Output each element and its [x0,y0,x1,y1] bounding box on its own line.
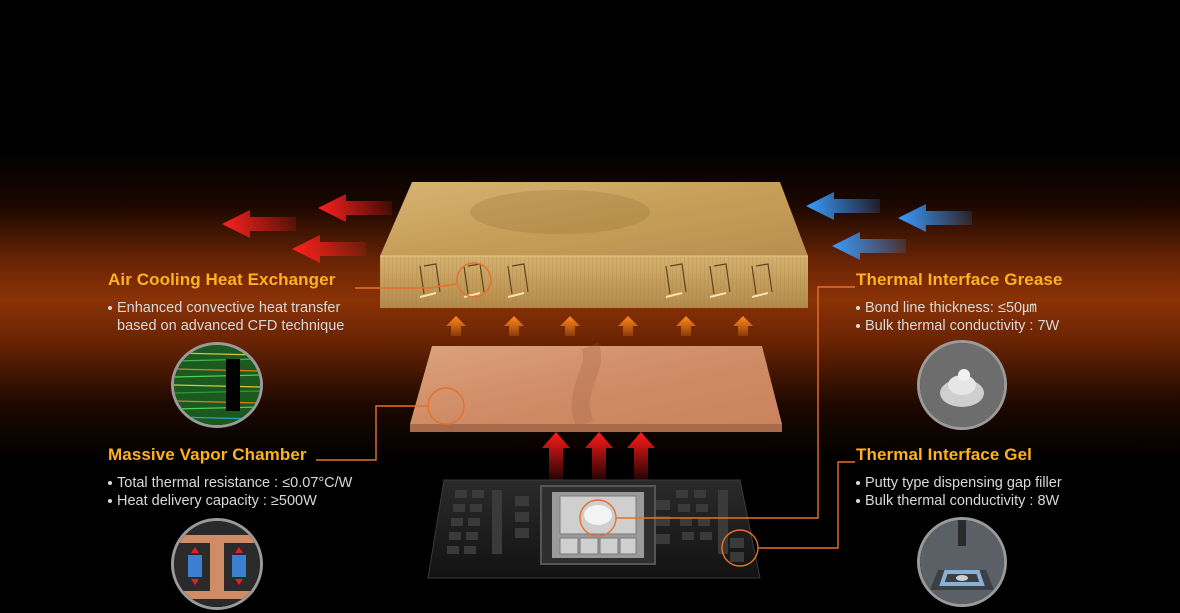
heat-flow-arrows-upper [446,316,753,336]
heat-flow-arrows-lower [542,432,655,482]
callout-circle-air-cooling [456,262,492,298]
vapor-chamber-plate [410,342,782,432]
grease-title: Thermal Interface Grease [856,270,1063,289]
grease-dollop-icon [917,340,1007,430]
leader-gel [758,461,855,549]
grease-bullet: Bulk thermal conductivity : 7W [856,317,1059,335]
air-cooling-bullet: Enhanced convective heat transfer based … [108,299,344,335]
cold-arrow-2 [898,204,972,232]
gel-bullets: Putty type dispensing gap filler Bulk th… [856,474,1062,510]
gel-bullet: Putty type dispensing gap filler [856,474,1062,492]
gpu-board [427,479,761,579]
vapor-chamber-bullet: Total thermal resistance : ≤0.07°C/W [108,474,352,492]
cold-intake-arrows [806,192,972,260]
leader-air-cooling [355,283,457,289]
hot-arrow-1 [222,210,296,238]
gel-dispense-icon [917,517,1007,607]
heat-exchanger-block [380,182,808,308]
callout-circle-grease [579,499,617,537]
vapor-chamber-bullet: Heat delivery capacity : ≥500W [108,492,352,510]
hot-exhaust-arrows [222,194,392,263]
cold-arrow-1 [806,192,880,220]
vapor-chamber-crosssection-icon [171,518,263,610]
callout-circle-gel [721,529,759,567]
grease-bullets: Bond line thickness: ≤50㎛ Bulk thermal c… [856,299,1059,335]
callout-circle-vapor-chamber [427,387,465,425]
air-cooling-bullets: Enhanced convective heat transfer based … [108,299,344,335]
vapor-chamber-bullets: Total thermal resistance : ≤0.07°C/W Hea… [108,474,352,510]
fin-slots [419,263,773,295]
callout-leaders [316,262,855,567]
air-cooling-title: Air Cooling Heat Exchanger [108,270,336,289]
hot-arrow-3 [292,235,366,263]
leader-grease [616,286,855,519]
cold-arrow-3 [832,232,906,260]
vapor-chamber-title: Massive Vapor Chamber [108,445,307,464]
gel-bullet: Bulk thermal conductivity : 8W [856,492,1062,510]
leader-vapor-chamber [316,405,428,461]
gel-title: Thermal Interface Gel [856,445,1032,464]
hot-arrow-2 [318,194,392,222]
grease-bullet: Bond line thickness: ≤50㎛ [856,299,1059,317]
cfd-flow-simulation-icon [171,342,263,428]
